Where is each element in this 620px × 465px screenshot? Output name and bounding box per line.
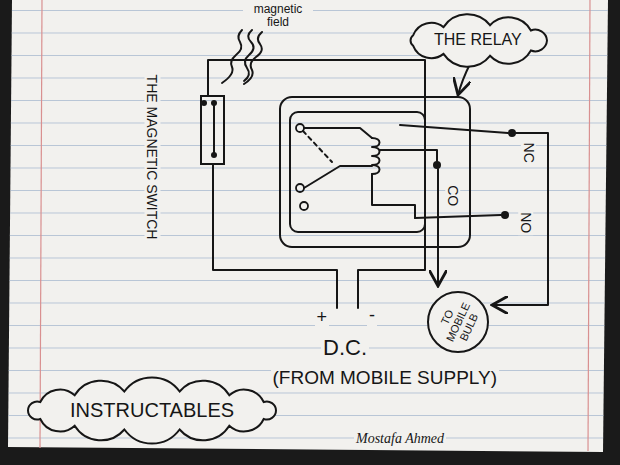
relay-wire xyxy=(304,166,372,188)
bulb-symbol xyxy=(428,292,488,352)
brand-cloud: INSTRUCTABLES xyxy=(21,384,283,437)
terminal-label: NC xyxy=(520,140,535,164)
field-line xyxy=(222,30,242,83)
supply-note: (FROM MOBILE SUPPLY) xyxy=(271,368,500,389)
field-line xyxy=(244,32,262,84)
wire xyxy=(213,165,337,308)
margin-line xyxy=(40,0,42,448)
magnetic-switch: THE MAGNETIC SWITCH xyxy=(200,95,225,165)
title-cloud: THE RELAY xyxy=(402,18,554,63)
output-wire xyxy=(492,133,548,305)
relay-wire xyxy=(380,150,437,161)
field-callout: magnetic field xyxy=(243,3,313,29)
dashed-link xyxy=(303,131,332,162)
terminal-label: NO xyxy=(517,210,532,235)
relay-housing xyxy=(280,97,470,247)
contact-ring xyxy=(296,184,304,192)
terminal-dot xyxy=(433,161,441,169)
contact-ring xyxy=(300,202,308,210)
node-text: THE RELAY xyxy=(434,31,522,49)
ruled-lines xyxy=(8,0,608,452)
callout-arrow xyxy=(458,64,470,95)
nc-contact-wire xyxy=(400,125,508,133)
output-wire xyxy=(437,169,439,286)
paper xyxy=(8,0,608,452)
reed-contact xyxy=(213,104,215,154)
bulb-circle: TO MOBILE BULB xyxy=(427,291,489,353)
cloud-shape xyxy=(28,377,276,443)
terminal-label: CO xyxy=(444,183,459,208)
relay-wire xyxy=(372,174,415,218)
cloud-shape xyxy=(411,14,547,66)
signature: Mostafa Ahmed xyxy=(354,431,446,446)
no-contact-wire xyxy=(415,215,501,218)
contact-dot xyxy=(211,152,217,158)
polarity-sign: - xyxy=(367,306,377,326)
contact-dot xyxy=(211,100,217,106)
contact-ring xyxy=(296,124,304,132)
terminal-dot xyxy=(508,129,516,137)
relay-frame xyxy=(290,112,425,232)
relay-wire xyxy=(304,128,372,138)
node-text: THE MAGNETIC SWITCH xyxy=(144,73,160,242)
supply-label: D.C. xyxy=(321,336,369,360)
margin-line xyxy=(588,0,590,451)
coil-symbol xyxy=(372,138,380,174)
terminal-dot xyxy=(501,211,509,219)
polarity-sign: + xyxy=(315,308,330,328)
node-text: INSTRUCTABLES xyxy=(70,399,234,422)
